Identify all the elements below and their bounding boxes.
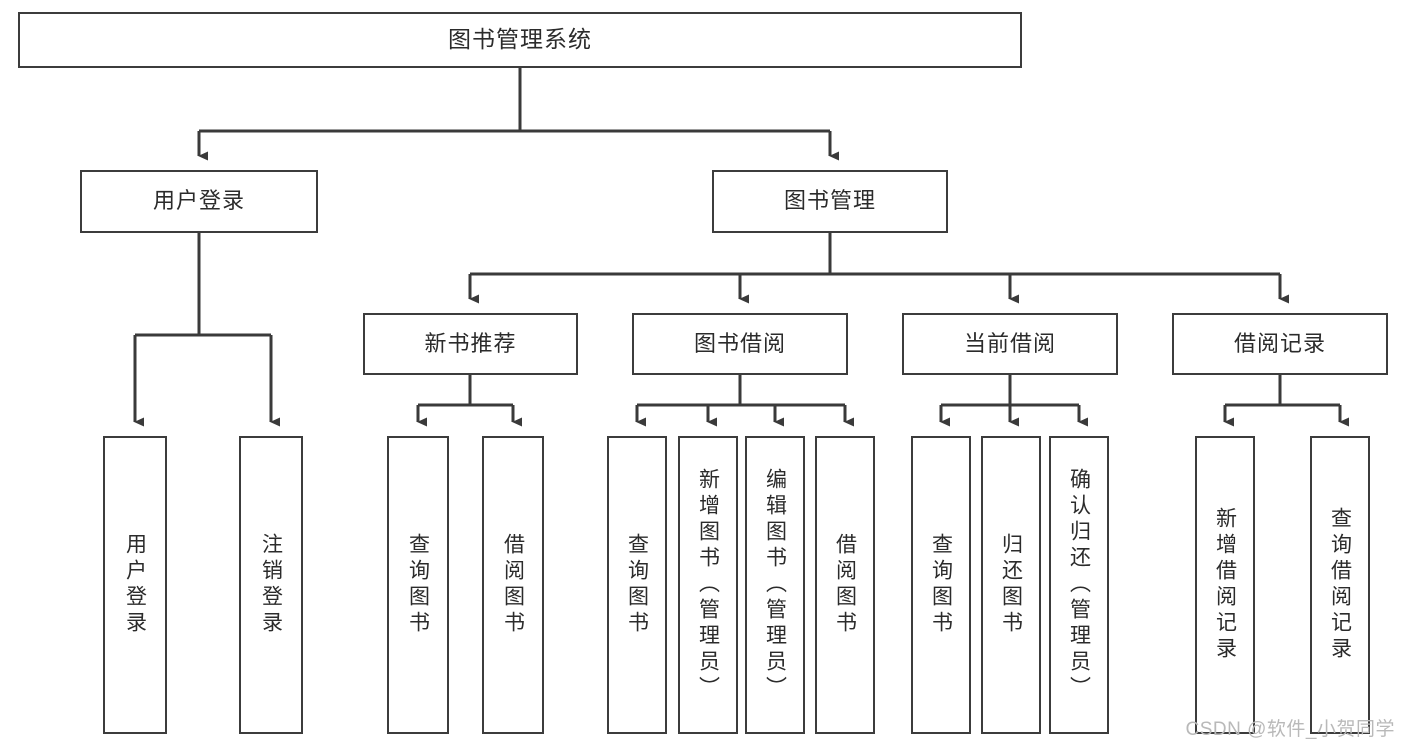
leaf-inner: 新增图书（管理员）: [680, 444, 736, 726]
leaf-user-login-logout-label: 注销登录: [259, 533, 283, 637]
leaf-new-book-query[interactable]: 查询图书: [387, 436, 449, 734]
node-book-borrow[interactable]: 图书借阅: [632, 313, 848, 375]
leaf-current-borrow-confirm-label: 确认归还（管理员）: [1067, 468, 1091, 702]
leaf-inner: 借阅图书: [817, 444, 873, 726]
leaf-current-borrow-query-label: 查询图书: [929, 533, 953, 637]
leaf-book-borrow-edit-label: 编辑图书（管理员）: [763, 468, 787, 702]
leaf-user-login-login-label: 用户登录: [123, 533, 147, 637]
leaf-book-borrow-borrow-label: 借阅图书: [833, 533, 857, 637]
leaf-inner: 编辑图书（管理员）: [747, 444, 803, 726]
node-borrow-record[interactable]: 借阅记录: [1172, 313, 1388, 375]
leaf-inner: 查询借阅记录: [1312, 444, 1368, 726]
node-current-borrow-label: 当前借阅: [963, 330, 1056, 356]
leaf-user-login-login[interactable]: 用户登录: [103, 436, 167, 734]
leaf-inner: 查询图书: [389, 444, 447, 726]
leaf-inner: 借阅图书: [484, 444, 542, 726]
node-user-login[interactable]: 用户登录: [80, 170, 318, 233]
node-new-book-recommend[interactable]: 新书推荐: [363, 313, 578, 375]
leaf-current-borrow-query[interactable]: 查询图书: [911, 436, 971, 734]
leaf-inner: 查询图书: [913, 444, 969, 726]
leaf-inner: 用户登录: [105, 444, 165, 726]
leaf-book-borrow-add-label: 新增图书（管理员）: [696, 468, 720, 702]
node-book-management-label: 图书管理: [783, 188, 876, 214]
leaf-book-borrow-edit[interactable]: 编辑图书（管理员）: [745, 436, 805, 734]
node-user-login-label: 用户登录: [152, 188, 245, 214]
leaf-new-book-query-label: 查询图书: [406, 533, 430, 637]
leaf-borrow-record-query-label: 查询借阅记录: [1328, 507, 1352, 663]
leaf-new-book-borrow[interactable]: 借阅图书: [482, 436, 544, 734]
node-current-borrow[interactable]: 当前借阅: [902, 313, 1118, 375]
node-root-label: 图书管理系统: [448, 26, 592, 53]
leaf-book-borrow-borrow[interactable]: 借阅图书: [815, 436, 875, 734]
node-borrow-record-label: 借阅记录: [1233, 330, 1326, 356]
leaf-inner: 新增借阅记录: [1197, 444, 1253, 726]
node-book-management[interactable]: 图书管理: [712, 170, 948, 233]
leaf-inner: 查询图书: [609, 444, 665, 726]
node-root-book-management-system[interactable]: 图书管理系统: [18, 12, 1022, 68]
leaf-borrow-record-query[interactable]: 查询借阅记录: [1310, 436, 1370, 734]
leaf-current-borrow-return[interactable]: 归还图书: [981, 436, 1041, 734]
leaf-borrow-record-add-label: 新增借阅记录: [1213, 507, 1237, 663]
leaf-book-borrow-add[interactable]: 新增图书（管理员）: [678, 436, 738, 734]
leaf-inner: 归还图书: [983, 444, 1039, 726]
node-new-book-recommend-label: 新书推荐: [424, 330, 517, 356]
leaf-borrow-record-add[interactable]: 新增借阅记录: [1195, 436, 1255, 734]
leaf-book-borrow-query-label: 查询图书: [625, 533, 649, 637]
leaf-book-borrow-query[interactable]: 查询图书: [607, 436, 667, 734]
leaf-inner: 确认归还（管理员）: [1051, 444, 1107, 726]
leaf-current-borrow-return-label: 归还图书: [999, 533, 1023, 637]
watermark-text: CSDN @软件_小贺同学: [1185, 719, 1395, 740]
node-book-borrow-label: 图书借阅: [693, 330, 786, 356]
leaf-inner: 注销登录: [241, 444, 301, 726]
leaf-user-login-logout[interactable]: 注销登录: [239, 436, 303, 734]
leaf-new-book-borrow-label: 借阅图书: [501, 533, 525, 637]
leaf-current-borrow-confirm[interactable]: 确认归还（管理员）: [1049, 436, 1109, 734]
